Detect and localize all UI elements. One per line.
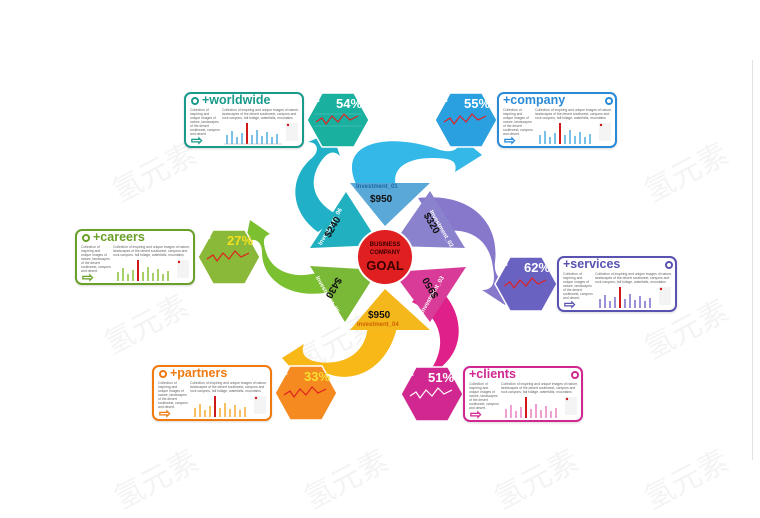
percent-value: 55% [464, 96, 491, 111]
page-edge-line [752, 60, 753, 460]
panel-services: +services Collection of inspiring and un… [557, 256, 677, 312]
mini-bar-chart [194, 396, 266, 417]
logo-icon: ▣ [442, 97, 448, 103]
goal-title: GOAL [366, 258, 404, 273]
arrow-right-icon[interactable]: ⇨ [191, 132, 203, 148]
panel-company: +company Collection of inspiring and uni… [497, 92, 617, 148]
arrow-right-icon[interactable]: ⇨ [82, 269, 94, 285]
inv1-value: $950 [370, 194, 393, 205]
percent-value: 54% [336, 96, 363, 111]
triangle-inv6 [310, 192, 380, 248]
goal-circle [356, 228, 414, 286]
panel-partners: +partners Collection of inspiring and un… [152, 365, 272, 421]
percent-value: 27% [227, 233, 254, 248]
panel-desc-small: Collection of inspiring and unique image… [563, 272, 593, 300]
panel-worldwide: +worldwide Collection of inspiring and u… [184, 92, 304, 148]
arrow-right-icon[interactable]: ⇨ [159, 405, 171, 421]
arrow-right-icon[interactable]: ⇨ [504, 132, 516, 148]
panel-title: +clients [469, 367, 516, 381]
hex-company: 55% ▣ [434, 92, 498, 148]
mini-bar-chart [599, 287, 671, 308]
infographic: 氢元素 氢元素 氢元素 氢元素 氢元素 氢元素 氢元素 氢元素 氢元素 Inve… [75, 60, 753, 517]
hex-services: 62% ▣ [494, 256, 558, 312]
panel-title: +partners [170, 366, 228, 380]
hex-clients: 51% ▣ [400, 366, 464, 422]
panel-desc-long: Collection of inspiring and unique image… [501, 382, 579, 394]
percent-value: 51% [428, 370, 455, 385]
panel-desc-small: Collection of inspiring and unique image… [503, 108, 533, 136]
arrow-right-icon[interactable]: ⇨ [470, 406, 482, 422]
mini-bar-chart [224, 123, 298, 145]
inv4-label: Investment_04 [357, 322, 399, 328]
circle-icon [159, 370, 167, 378]
panel-desc-small: Collection of inspiring and unique image… [81, 245, 111, 273]
arm-cyan [351, 135, 482, 192]
mini-bar-chart [505, 397, 577, 418]
hex-partners: 33% ▣ [274, 365, 338, 421]
circle-icon [571, 371, 579, 379]
mini-bar-chart [117, 260, 189, 281]
panel-desc-small: Collection of inspiring and unique image… [469, 382, 499, 410]
panel-desc-long: Collection of inspiring and unique image… [535, 108, 613, 120]
logo-icon: ▣ [282, 370, 288, 376]
goal-line1: BUSINESS [369, 242, 401, 248]
panel-careers: +careers Collection of inspiring and uni… [75, 229, 195, 285]
logo-icon: ▣ [408, 371, 414, 377]
inv1-label: Investment_01 [356, 184, 398, 190]
hex-careers: 27% ▣ [197, 229, 261, 285]
panel-title: +worldwide [202, 93, 271, 107]
panel-desc-long: Collection of inspiring and unique image… [113, 245, 191, 257]
circle-icon [191, 97, 199, 105]
logo-icon: ▣ [502, 261, 508, 267]
triangle-inv2 [392, 191, 465, 248]
triangle-inv4 [350, 289, 430, 330]
panel-title: +careers [93, 230, 145, 244]
panel-clients: +clients Collection of inspiring and uni… [463, 366, 583, 422]
arrow-right-icon[interactable]: ⇨ [564, 296, 576, 312]
arm-green [245, 220, 330, 294]
circle-icon [82, 234, 90, 242]
panel-desc-long: Collection of inspiring and unique image… [190, 381, 268, 393]
panel-title: +company [503, 93, 566, 107]
logo-icon: ▣ [314, 97, 320, 103]
triangle-inv1 [350, 183, 430, 226]
panel-desc-long: Collection of inspiring and unique image… [595, 272, 673, 284]
circle-icon [665, 261, 673, 269]
triangle-inv5 [310, 266, 378, 322]
hex-worldwide: 54% ▣ [306, 92, 370, 148]
panel-desc-small: Collection of inspiring and unique image… [190, 108, 220, 136]
panel-title: +services [563, 257, 621, 271]
panel-desc-small: Collection of inspiring and unique image… [158, 381, 188, 409]
arm-magenta [412, 282, 459, 398]
circle-icon [605, 97, 613, 105]
arm-teal [295, 132, 340, 232]
percent-value: 33% [304, 369, 331, 384]
triangle-inv3 [393, 267, 466, 322]
percent-value: 62% [524, 260, 551, 275]
mini-bar-chart [539, 123, 611, 144]
logo-icon: ▣ [205, 234, 211, 240]
inv4-value: $950 [368, 310, 391, 321]
goal-line2: COMPANY [369, 250, 401, 256]
panel-desc-long: Collection of inspiring and unique image… [222, 108, 300, 120]
